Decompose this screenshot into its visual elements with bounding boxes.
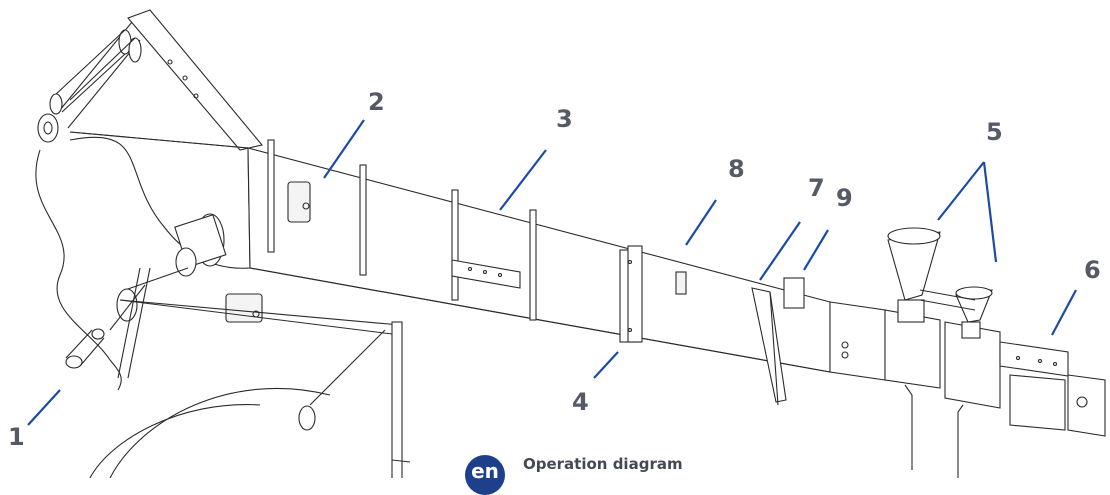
leader-lines	[27, 119, 1077, 426]
callout-6: 6	[1084, 256, 1101, 284]
callout-5: 5	[986, 118, 1003, 146]
hopper-rails	[919, 289, 976, 311]
leader-4	[593, 351, 619, 379]
leader-8	[685, 199, 717, 246]
leader-9	[803, 229, 829, 271]
packaging-machine-diagram: 1 2 3 4 5 6 7 8 9	[8, 9, 1106, 478]
motor-assembly	[109, 213, 227, 331]
sensor-box-upper	[287, 181, 311, 223]
callout-4: 4	[572, 388, 589, 416]
lower-roller	[37, 37, 142, 143]
callout-1: 1	[8, 423, 25, 451]
leader-6	[1051, 289, 1077, 336]
output-bracket	[999, 341, 1069, 377]
sensor-box-lower	[225, 293, 263, 323]
callout-3: 3	[556, 105, 573, 133]
rod-lower	[117, 267, 151, 379]
callout-8: 8	[728, 155, 745, 183]
cross-seal	[783, 277, 805, 309]
callout-9: 9	[836, 184, 853, 212]
language-badge: en	[465, 455, 505, 495]
caption-title: Operation diagram	[523, 455, 683, 473]
leader-7	[759, 221, 801, 281]
middle-bracket	[451, 259, 521, 289]
callout-2: 2	[368, 88, 385, 116]
unwinder-frame	[37, 9, 263, 151]
hopper-large	[887, 227, 941, 323]
upper-roller	[49, 29, 132, 115]
leader-5a	[937, 161, 985, 221]
leader-5b	[982, 161, 998, 263]
base-frame	[89, 299, 411, 478]
leader-3	[499, 149, 547, 211]
cutter-arm	[751, 287, 787, 406]
leader-1	[27, 389, 61, 426]
callout-7: 7	[808, 174, 825, 202]
leader-2	[323, 119, 365, 179]
dosing-tubes	[904, 384, 964, 478]
roller-one	[65, 328, 105, 369]
sealing-column	[619, 245, 687, 343]
callouts: 1 2 3 4 5 6 7 8 9	[8, 88, 1101, 451]
guide-posts	[267, 139, 537, 321]
pouch-chain	[829, 301, 1106, 437]
